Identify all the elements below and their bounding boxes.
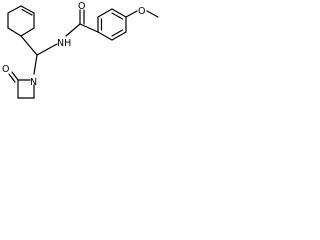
bond-b5-b6-inner <box>111 29 124 37</box>
bond-c4-c5 <box>7 27 22 37</box>
bond-ch-to-nh <box>36 43 58 56</box>
bond-benzene-to-methoxy-o <box>125 10 138 18</box>
bond-b6-b1 <box>97 31 113 41</box>
methoxy-oxygen-label: O <box>138 6 145 17</box>
chemical-structure-drawing: O NH O O N <box>2 1 159 99</box>
bond-ch-to-lactam-n <box>33 54 38 75</box>
bond-b2-b3 <box>97 8 113 18</box>
beta-lactam-ring <box>17 79 35 99</box>
bond-carbonyl-to-benzene <box>79 23 99 33</box>
cyclohexene-ring <box>7 5 35 37</box>
bond-c1-c2 <box>20 5 35 14</box>
bond-c6-c1 <box>7 5 22 14</box>
lactam-oxygen-label: O <box>2 64 9 75</box>
amide-nitrogen-label: NH <box>57 38 71 49</box>
lactam-nitrogen-label: N <box>30 77 37 88</box>
bond-methoxy-o-to-methyl <box>146 10 159 18</box>
bond-lactam-carbonyl-o-double <box>8 73 16 83</box>
bond-b5-b6 <box>111 31 127 41</box>
bond-ring-to-ch <box>20 35 38 56</box>
benzene-ring <box>97 8 127 41</box>
bond-b3-b4 <box>111 8 127 18</box>
bond-c1-c2-double <box>21 8 33 16</box>
bond-b3-b4-inner <box>111 12 124 20</box>
amide-oxygen-label: O <box>78 1 85 12</box>
bond-c3-c4 <box>20 27 35 37</box>
bond-lactam-carbonyl-o <box>11 71 19 81</box>
structure-canvas: O NH O O N <box>0 0 162 107</box>
bond-nh-to-carbonyl <box>65 23 81 37</box>
